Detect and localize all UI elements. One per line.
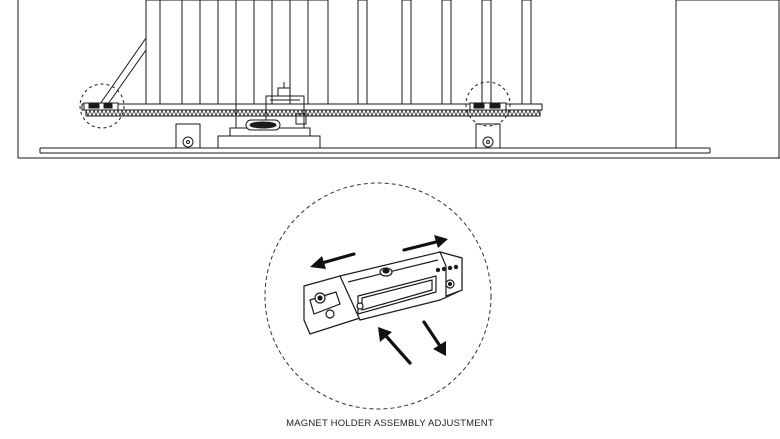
magnet-holder-assembly-detail	[264, 182, 492, 410]
highlight-circle-left	[79, 83, 125, 129]
magnet-holder-right	[469, 102, 507, 111]
highlight-circle-right	[465, 81, 511, 127]
figure-caption: MAGNET HOLDER ASSEMBLY ADJUSTMENT	[286, 418, 494, 429]
arrow-slide-left	[310, 252, 356, 269]
guide-wheel-right	[475, 123, 501, 149]
detail-circle	[264, 182, 492, 410]
gate-post	[675, 0, 780, 158]
arrow-slide-right	[402, 235, 448, 252]
magnet-holder-left	[83, 102, 119, 111]
arrow-diag-down	[422, 320, 446, 356]
guide-wheel-left	[175, 123, 201, 149]
magnet-studs	[435, 264, 459, 273]
magnet-holder-bracket	[303, 251, 463, 335]
sliding-gate	[81, 0, 543, 111]
gear-rack	[85, 109, 541, 117]
arrow-diag-up	[378, 327, 412, 365]
gate-operator	[217, 82, 321, 149]
ground-frame	[17, 0, 780, 159]
